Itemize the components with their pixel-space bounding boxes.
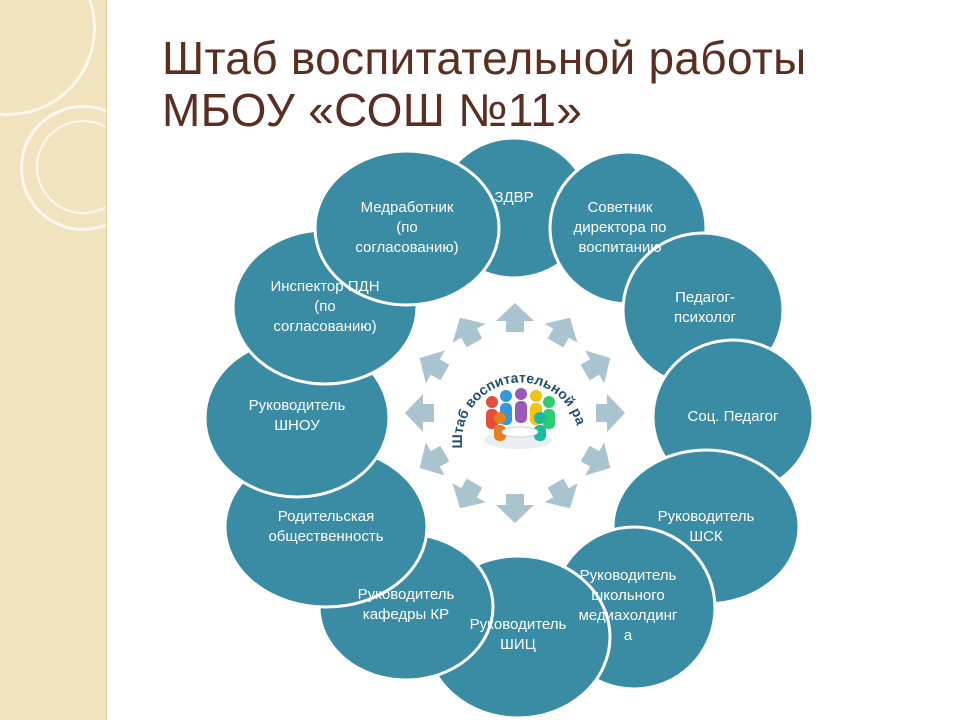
team-meeting-icon bbox=[484, 388, 555, 449]
outward-arrow bbox=[544, 478, 578, 509]
node-label-medic: Медработник (по согласованию) bbox=[355, 199, 459, 256]
outward-arrow bbox=[419, 442, 450, 476]
title-line-2: МБОУ «СОШ №11» bbox=[162, 84, 583, 136]
outward-arrow bbox=[496, 494, 534, 523]
page-title: Штаб воспитательной работы МБОУ «СОШ №11… bbox=[162, 32, 922, 136]
node-label-advisor: Советник директора по воспитанию bbox=[573, 199, 667, 256]
outward-arrow bbox=[496, 303, 534, 332]
outward-arrow bbox=[405, 394, 434, 432]
outward-arrow bbox=[419, 350, 450, 384]
node-label-psychologist: Педагог- психолог bbox=[673, 289, 737, 326]
node-label-inspector: Инспектор ПДН (по согласованию) bbox=[270, 278, 380, 335]
outward-arrow bbox=[580, 442, 611, 476]
outward-arrow bbox=[544, 317, 578, 348]
node-label-head-shits: Руководитель ШИЦ bbox=[469, 616, 567, 653]
outward-arrow bbox=[452, 478, 486, 509]
outward-arrow bbox=[596, 394, 625, 432]
node-label-parents: Родительская общественность bbox=[268, 508, 384, 545]
role-nodes bbox=[203, 136, 815, 720]
node-label-head-media: Руководитель школьного медиахолдинг а bbox=[578, 567, 678, 644]
outward-arrow bbox=[580, 350, 611, 384]
node-label-head-kr: Руководитель кафедры КР bbox=[357, 586, 455, 623]
outward-arrow bbox=[452, 317, 486, 348]
title-line-1: Штаб воспитательной работы bbox=[162, 32, 807, 84]
node-label-zdvr: ЗДВР bbox=[494, 189, 534, 206]
arrow-ring bbox=[405, 303, 625, 523]
node-label-social-teacher: Соц. Педагог bbox=[687, 408, 779, 425]
decorative-side-band bbox=[0, 0, 107, 720]
node-label-head-shsk: Руководитель ШСК bbox=[657, 508, 755, 545]
node-medic bbox=[313, 149, 501, 307]
node-label-head-shnou: Руководитель ШНОУ bbox=[248, 397, 346, 434]
